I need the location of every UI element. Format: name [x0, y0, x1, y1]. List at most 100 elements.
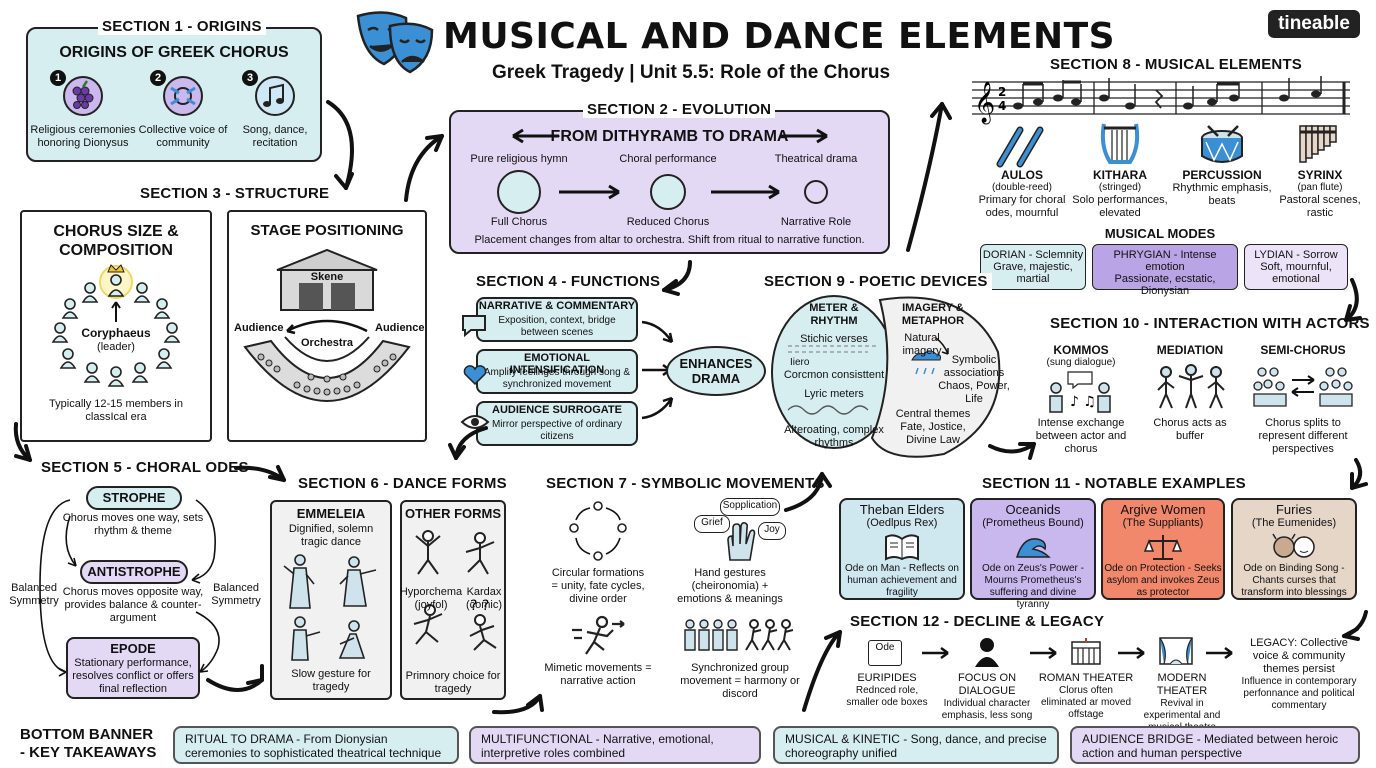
mediation-figures-icon: [1157, 364, 1225, 409]
mode-phrygian-desc: Passionate, ecstatic, Dionysian: [1114, 273, 1216, 297]
origin-number-1: 1: [50, 70, 66, 86]
gesture-bubble-grief: Grief: [694, 515, 730, 533]
function-icons: [460, 315, 490, 429]
mode-dorian-desc: Grave, majestic, martial: [993, 261, 1073, 285]
function-narrative-title: NARRATIVE & COMMENTARY: [478, 300, 636, 312]
kithara-icon: [1100, 123, 1140, 164]
community-hands-icon: [163, 76, 203, 116]
decline-euripides: EURIPIDES Rednced role, smaller ode boxe…: [840, 672, 934, 709]
oceanids-title: Oceanids: [1005, 502, 1061, 517]
section-7-title: SECTION 7 - SYMBOLIC MOVEMENTS: [542, 475, 829, 492]
origin-label-2: Collective voice of community: [138, 124, 228, 149]
kithara-type: (stringed): [1098, 182, 1142, 193]
takeaway-ritual-head: RITUAL TO DRAMA: [185, 732, 293, 746]
ode-box-icon: Ode: [868, 640, 902, 666]
drum-icon: [1201, 125, 1243, 163]
argive-women-desc: Ode on Protection - Seeks asylom and inv…: [1104, 563, 1222, 598]
section-5-title: SECTION 5 - CHORAL ODES: [37, 459, 253, 476]
modern-title: MODERN THEATER: [1156, 672, 1208, 697]
poetic-devices-shapes: [771, 295, 1001, 458]
oceanids-desc: Ode on Zeus's Power - Mourns Prometheus'…: [982, 563, 1084, 610]
mimetic-movements-text: Mimetic movements = narrative action: [544, 662, 652, 687]
synchronized-text: Synchronized group movement = harmony or…: [680, 662, 800, 700]
takeaway-musical-text: - Song, dance, and precise choreography …: [785, 732, 1047, 760]
audience-left-label: Audience: [234, 322, 284, 334]
kommos-figures-icon: ♪ ♫: [1049, 371, 1111, 413]
function-emotional-title: EMOTIONAL INTENSIFICATION: [509, 352, 605, 376]
euripides-desc: Rednced role, smaller ode boxes: [846, 685, 928, 708]
evolution-heading: FROM DITHYRAMB TO DRAMA: [550, 128, 789, 145]
euripides-title: EURIPIDES: [857, 672, 917, 684]
other-forms-box: [400, 500, 506, 700]
decline-roman: ROMAN THEATER Clorus often eliminated ar…: [1038, 672, 1134, 721]
gesture-bubble-joy: Joy: [758, 522, 786, 540]
mode-phrygian-name: PHRYGIAN - Intense emotion: [1113, 249, 1217, 273]
roman-title: ROMAN THEATER: [1038, 672, 1134, 684]
stage-1-top: Pure religious hymn: [470, 153, 568, 165]
iamb-text: Iiero: [790, 357, 810, 368]
evolution-circles: [497, 170, 828, 214]
takeaway-musical-head: MUSICAL & KINETIC: [785, 732, 900, 746]
stage-3-bottom: Narrative Role: [780, 216, 852, 228]
roman-theatre-icon: [1071, 638, 1101, 665]
svg-text:4: 4: [998, 99, 1006, 113]
origin-item-1: 1 Religious ceremonies honoring Dionysus: [30, 70, 136, 158]
music-note-icon: [255, 76, 295, 116]
svg-text:♪ ♫: ♪ ♫: [1070, 394, 1096, 410]
meter-heading: METER & RHYTHM: [809, 302, 859, 327]
takeaway-multifunctional-head: MULTIFUNCTIONAL: [481, 732, 593, 746]
alternating-text: Alteroating, complex rhythms: [784, 424, 884, 449]
aulos-name: AULOS: [1001, 168, 1043, 182]
semichorus-title: SEMI-CHORUS: [1260, 343, 1346, 357]
music-staff: 𝄞 2 4: [972, 76, 1350, 124]
musical-modes-heading: MUSICAL MODES: [1104, 226, 1216, 241]
argive-women-title: Argive Women: [1120, 502, 1206, 517]
odes-connectors: [39, 499, 220, 677]
emmeleia-dancers: [283, 554, 377, 661]
legacy-block: LEGACY: Collective voice & community the…: [1236, 637, 1362, 712]
natural-imagery-text: Natural imagery: [902, 332, 942, 357]
syrinx-icon: [1299, 125, 1337, 163]
stage-positioning-box: [227, 210, 427, 442]
strophe-title: STROPHE: [86, 486, 182, 510]
enhances-drama: ENHANCES DRAMA: [666, 346, 766, 396]
furies-desc: Ode on Binding Song - Chants curses that…: [1241, 563, 1347, 598]
hand-gestures-text: Hand gestures (cheironomia) + emotions &…: [677, 567, 783, 605]
section-12-title: SECTION 12 - DECLINE & LEGACY: [846, 613, 1109, 630]
stage-2-top: Choral performance: [619, 153, 717, 165]
oceanids-sub: (Prometheus Bound): [982, 517, 1084, 529]
svg-text:2: 2: [998, 85, 1006, 99]
antistrophe-title: ANTISTROPHE: [80, 560, 188, 584]
aulos-icon: [996, 126, 1044, 168]
takeaway-audience-head: AUDIENCE BRIDGE: [1082, 732, 1194, 746]
emmeleia-desc: Dignified, solemn tragic dance: [288, 523, 374, 548]
takeaway-audience-bridge: AUDIENCE BRIDGE - Mediated between heroi…: [1070, 726, 1360, 764]
interaction-semichorus: SEMI-CHORUS: [1248, 343, 1358, 357]
coryphaeus-sub: (leader): [97, 341, 135, 353]
section-2-title: SECTION 2 - EVOLUTION: [583, 101, 776, 118]
takeaway-ritual: RITUAL TO DRAMA - From Dionysian ceremon…: [173, 726, 459, 764]
takeaway-musical-kinetic: MUSICAL & KINETIC - Song, dance, and pre…: [773, 726, 1059, 764]
kommos-sub: (sung dialogue): [1046, 357, 1116, 368]
section-8-title: SECTION 8 - MUSICAL ELEMENTS: [1046, 56, 1307, 73]
syrinx-name: SYRINX: [1297, 168, 1343, 182]
coryphaeus-label: Coryphaeus: [81, 326, 151, 340]
book-icon: [885, 534, 919, 561]
kithara-name: KITHARA: [1093, 168, 1147, 182]
origin-label-3: Song, dance, recitation: [242, 124, 308, 149]
symmetry-right-label: Balanced Symmetry: [211, 582, 261, 607]
mode-dorian-name: DORIAN - Sclemnity: [982, 249, 1084, 261]
syrinx-desc: Pastoral scenes, rastic: [1279, 194, 1361, 219]
hyporchema-label: Hyporchema (joyfol): [399, 586, 463, 611]
epode-desc: Stationary performance, resolves conflic…: [72, 657, 194, 695]
mode-dorian: DORIAN - Sclemnity Grave, majestic, mart…: [980, 244, 1086, 290]
chorus-size-box: [20, 210, 212, 442]
kordax-label: Kardax (comic): [465, 586, 503, 611]
theban-elders-sub: (Oedlpus Rex): [866, 517, 938, 529]
other-forms-dancers: ? ?: [413, 530, 497, 651]
furies-title: Furies: [1275, 502, 1313, 517]
mode-lydian: LYDIAN - Sorrow Soft, mournful, emotiona…: [1244, 244, 1348, 290]
legacy-title: LEGACY: Collective voice & community the…: [1250, 637, 1348, 675]
grapes-icon: [63, 76, 103, 116]
orchestra-label: Orchestra: [301, 337, 353, 349]
